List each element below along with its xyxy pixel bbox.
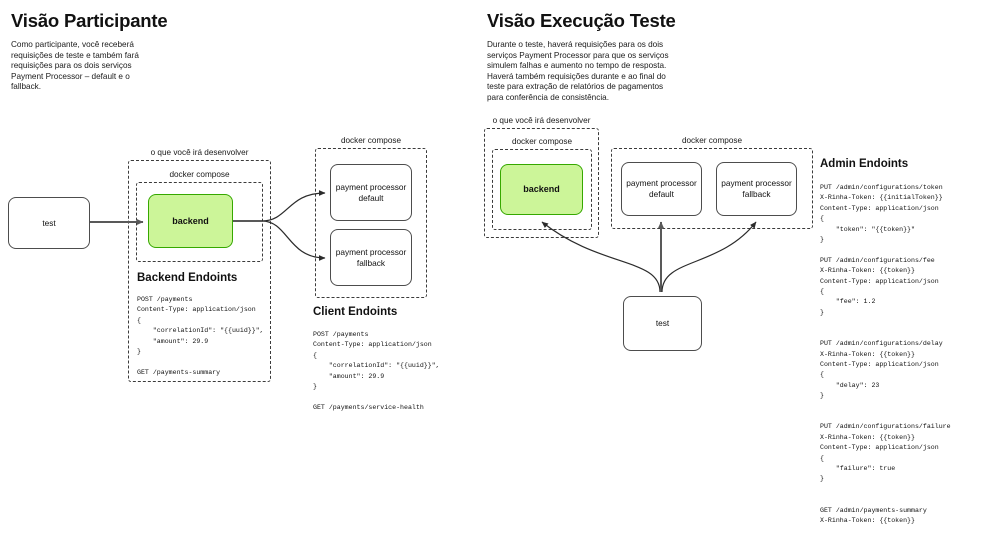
left-node-processor-fallback-label: payment processor fallback [336, 247, 407, 269]
left-processor-fallback-line1: payment processor [335, 246, 407, 257]
right-panel-title: Visão Execução Teste [487, 10, 676, 31]
left-panel-paragraph: Como participante, você receberá requisi… [11, 40, 139, 92]
left-develop-group [128, 160, 271, 382]
right-node-backend[interactable]: backend [500, 164, 583, 215]
right-processor-default-line2: default [649, 189, 674, 199]
arrow-test-to-processor-fallback [661, 221, 757, 293]
left-node-backend[interactable]: backend [148, 194, 233, 248]
right-develop-group [484, 128, 599, 238]
left-processors-group-label: docker compose [340, 136, 402, 145]
backend-endpoints-code: POST /payments Content-Type: application… [137, 296, 264, 376]
client-endpoints-code: POST /payments Content-Type: application… [313, 331, 440, 411]
left-panel-title: Visão Participante [11, 10, 168, 31]
left-node-test[interactable]: test [8, 197, 90, 249]
right-panel-paragraph: Durante o teste, haverá requisições para… [487, 40, 669, 102]
right-node-test[interactable]: test [623, 296, 702, 351]
left-processor-fallback-line2: fallback [356, 257, 386, 268]
right-node-backend-label: backend [523, 184, 560, 194]
backend-endpoints-title: Backend Endoints [137, 272, 238, 284]
right-node-processor-fallback-label: payment processor fallback [721, 178, 792, 200]
left-node-backend-label: backend [172, 215, 209, 226]
client-endpoints-title: Client Endoints [313, 306, 398, 318]
left-node-processor-default[interactable]: payment processor default [330, 164, 412, 221]
left-node-test-label: test [42, 217, 56, 228]
admin-endpoints-code: PUT /admin/configurations/token X-Rinha-… [820, 184, 951, 524]
right-processor-fallback-line2: fallback [742, 189, 771, 199]
admin-endpoints-title: Admin Endoints [820, 158, 909, 170]
right-processors-group-label: docker compose [681, 136, 743, 145]
left-develop-group-label: o que você irá desenvolver [150, 148, 249, 157]
left-node-processor-default-label: payment processor default [336, 182, 407, 204]
left-docker-compose-label: docker compose [169, 170, 230, 179]
right-develop-group-label: o que você irá desenvolver [492, 116, 591, 125]
right-processor-default-line1: payment processor [626, 178, 697, 188]
left-processor-default-line2: default [358, 192, 384, 203]
right-node-processor-fallback[interactable]: payment processor fallback [716, 162, 797, 216]
left-processor-default-line1: payment processor [335, 181, 407, 192]
right-processor-fallback-line1: payment processor [721, 178, 792, 188]
right-node-test-label: test [655, 318, 670, 328]
left-node-processor-fallback[interactable]: payment processor fallback [330, 229, 412, 286]
right-docker-compose-label: docker compose [511, 137, 573, 146]
right-node-processor-default[interactable]: payment processor default [621, 162, 702, 216]
right-node-processor-default-label: payment processor default [626, 178, 697, 200]
